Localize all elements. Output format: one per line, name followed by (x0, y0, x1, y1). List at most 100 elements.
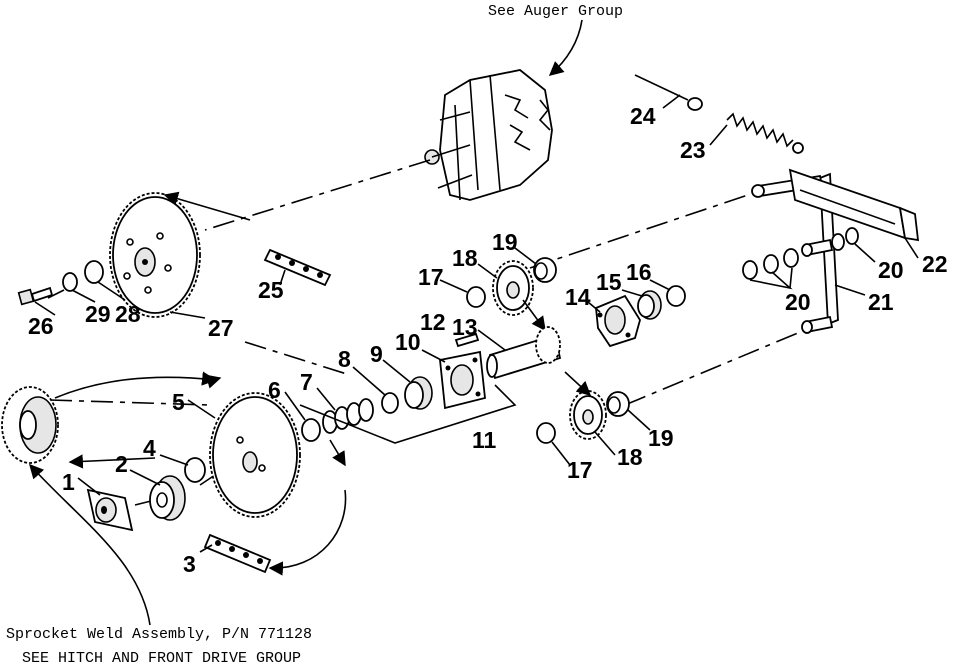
callout-25: 25 (258, 277, 284, 303)
sprocket-18-lower (569, 390, 607, 440)
callout-26: 26 (28, 313, 54, 339)
leader-21 (834, 284, 866, 296)
leader-24 (662, 94, 681, 109)
spring-arrow-down (329, 439, 346, 467)
callout-29: 29 (85, 301, 111, 327)
callout-11: 11 (472, 427, 497, 453)
callout-23: 23 (680, 137, 706, 163)
leader-14 (587, 301, 601, 313)
key-12 (454, 332, 480, 348)
leader-18-upper (477, 263, 498, 279)
alignment-line-sprocket-to-coupler (244, 341, 351, 376)
leader-26 (34, 301, 56, 316)
roller-chain-25 (263, 248, 332, 287)
leader-18-lower (594, 431, 616, 456)
leader-2 (129, 469, 161, 486)
callout-15: 15 (596, 269, 622, 295)
bearing-15 (637, 290, 662, 320)
alignment-line-top-shaft (529, 194, 749, 269)
leader-20 (854, 243, 876, 263)
leader-9 (382, 359, 411, 383)
callout-20-frame: 20 (878, 257, 904, 283)
chain-return-arrow (268, 489, 347, 576)
chain-path-arrow-left (68, 454, 156, 469)
leader-27 (169, 311, 206, 319)
hitch-drive-arrow (29, 463, 151, 626)
collar-17-lower (536, 422, 556, 444)
leader-3 (199, 544, 213, 553)
collar-17-upper (466, 286, 486, 308)
sprocket-weld-assembly (1, 386, 59, 464)
callout-3: 3 (183, 551, 196, 577)
bolt-26 (17, 286, 54, 306)
sprocket-5 (209, 392, 301, 518)
bracket-line-11 (299, 384, 517, 444)
callout-24: 24 (630, 103, 656, 129)
callout-19-upper: 19 (492, 229, 518, 255)
callout-6: 6 (268, 377, 281, 403)
callout-9: 9 (370, 341, 383, 367)
callout-10: 10 (395, 329, 421, 355)
washer-20-frame-2 (831, 233, 845, 251)
washer-29 (62, 272, 78, 292)
leader-4 (159, 454, 189, 466)
bearing-9 (404, 376, 433, 410)
callout-18-lower: 18 (617, 444, 643, 470)
lower-shaft-arrow (564, 371, 592, 396)
spring-washers-7 (322, 398, 374, 434)
leader-16 (649, 279, 671, 291)
leader-22 (904, 237, 919, 259)
washer-20-frame (845, 227, 859, 245)
bearing-housing-14 (595, 294, 641, 348)
alignment-line-lower-shaft (624, 329, 806, 406)
leader-25 (279, 269, 286, 286)
chain-path-arrow-top (54, 371, 217, 399)
callout-17-upper: 17 (418, 264, 444, 290)
callout-7: 7 (300, 369, 313, 395)
washer-6 (301, 418, 321, 442)
leader-19-upper (514, 247, 537, 265)
leader-28 (97, 281, 126, 301)
leader-19-lower (627, 409, 651, 431)
sprocket-18-arrow (522, 299, 546, 332)
callout-14: 14 (565, 284, 591, 310)
sprocket-27-rotation-arrow (163, 191, 251, 221)
leader-5 (187, 399, 216, 419)
callout-20-washers: 20 (785, 289, 811, 315)
tension-spring-23 (726, 112, 804, 154)
bushing-19-lower (606, 391, 630, 417)
auger-group-arrow (548, 19, 583, 76)
roller-chain-3 (203, 533, 272, 574)
callout-5: 5 (172, 389, 185, 415)
callout-13: 13 (452, 314, 478, 340)
large-sprocket-27 (109, 192, 201, 318)
sprocket-mid-13 (535, 326, 561, 364)
alignment-line-bolt (47, 289, 65, 299)
callout-8: 8 (338, 346, 351, 372)
callout-4: 4 (143, 435, 156, 461)
callout-17-lower: 17 (567, 457, 593, 483)
leader-1 (77, 477, 101, 496)
callout-19-lower: 19 (648, 425, 674, 451)
callout-27: 27 (208, 315, 234, 341)
leader-17-lower (551, 441, 571, 466)
bearing-flange-1 (86, 488, 134, 532)
alignment-line-auger-to-sprocket (204, 159, 431, 231)
callout-16: 16 (626, 259, 652, 285)
callout-12: 12 (420, 309, 446, 335)
leader-23 (709, 124, 728, 146)
leader-6 (284, 391, 306, 421)
callout-2: 2 (115, 451, 128, 477)
leader-10 (421, 349, 446, 363)
callout-1: 1 (62, 469, 75, 495)
collar-8 (381, 392, 399, 414)
hub-pulley-2 (149, 475, 186, 521)
leader-7 (316, 387, 336, 411)
washer-28 (84, 260, 104, 284)
leader-8 (352, 366, 386, 396)
alignment-line-weld-sprocket (49, 399, 211, 406)
callout-22: 22 (922, 251, 948, 277)
see-auger-group-label: See Auger Group (488, 3, 623, 20)
auger-gearbox-housing (424, 69, 553, 201)
